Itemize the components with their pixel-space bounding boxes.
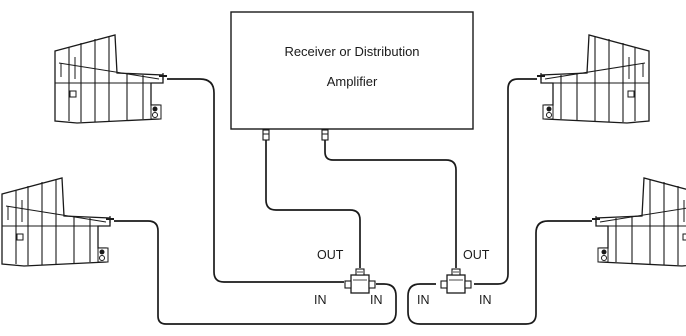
antenna-icon: [1, 177, 115, 267]
splitter-left-out-label: OUT: [317, 248, 344, 262]
cable-antenna-bl: [114, 220, 397, 325]
cable-antenna-tr: [474, 78, 537, 285]
cable-receiver-to-right-splitter: [324, 140, 457, 268]
cables: [114, 78, 592, 325]
splitter-right: OUT IN IN: [417, 248, 492, 307]
splitter-right-in-left-label: IN: [417, 293, 430, 307]
splitter-left-in-right-label: IN: [370, 293, 383, 307]
antenna-bottom-right: [591, 177, 686, 267]
splitter-left: OUT IN IN: [314, 248, 383, 307]
splitter-right-out-label: OUT: [463, 248, 490, 262]
splitter-left-in-left-label: IN: [314, 293, 327, 307]
receiver-port-right: [321, 129, 329, 141]
antenna-icon: [591, 177, 686, 267]
antenna-top-left: [54, 34, 168, 124]
receiver-port-left: [262, 129, 270, 141]
splitter-right-in-right-label: IN: [479, 293, 492, 307]
receiver-box: Receiver or Distribution Amplifier: [230, 11, 474, 141]
receiver-title-line1: Receiver or Distribution: [284, 44, 419, 59]
antenna-bottom-left: [1, 177, 115, 267]
antenna-top-right: [536, 34, 650, 124]
receiver-title-line2: Amplifier: [327, 74, 378, 89]
cable-antenna-tl: [167, 78, 344, 283]
antenna-icon: [536, 34, 650, 124]
cable-receiver-to-left-splitter: [265, 140, 361, 268]
antenna-icon: [54, 34, 168, 124]
cable-antenna-br: [407, 220, 592, 325]
